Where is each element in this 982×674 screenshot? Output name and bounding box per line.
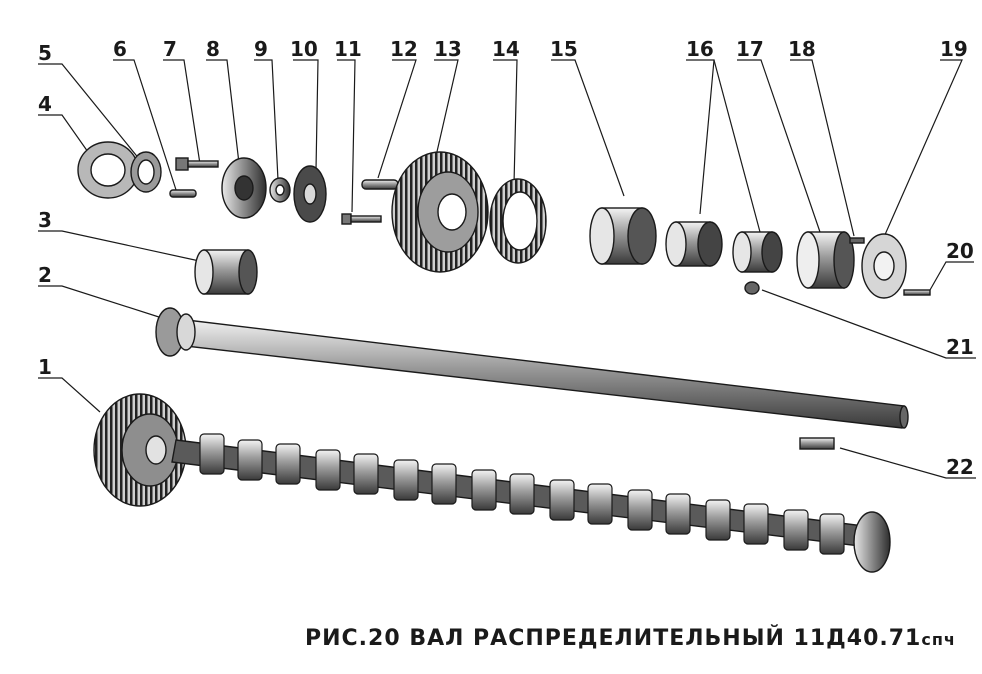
callout-5: 5 bbox=[38, 41, 52, 65]
callout-2: 2 bbox=[38, 263, 52, 287]
callout-labels: 1 2 3 4 5 6 7 8 9 10 11 12 13 14 15 16 1… bbox=[38, 37, 974, 479]
part-14-ring-gear bbox=[489, 178, 547, 264]
callout-12: 12 bbox=[390, 37, 418, 61]
part-10-plate bbox=[293, 165, 327, 223]
callout-3: 3 bbox=[38, 208, 52, 232]
caption-suffix: спч bbox=[921, 630, 956, 649]
part-20-bolt bbox=[903, 289, 931, 296]
callout-13: 13 bbox=[434, 37, 462, 61]
part-8-hub bbox=[221, 157, 267, 219]
part-17-sleeve bbox=[796, 231, 855, 289]
callout-18: 18 bbox=[788, 37, 816, 61]
part-22-key bbox=[799, 437, 835, 450]
part-13-gear bbox=[391, 151, 489, 273]
part-16-bushing-a bbox=[665, 221, 723, 267]
callout-4: 4 bbox=[38, 92, 52, 116]
callout-22: 22 bbox=[946, 455, 974, 479]
callout-11: 11 bbox=[334, 37, 362, 61]
callout-7: 7 bbox=[163, 37, 177, 61]
caption-main: РИС.20 ВАЛ РАСПРЕДЕЛИТЕЛЬНЫЙ 11Д40.71 bbox=[305, 626, 922, 651]
part-9-nut bbox=[269, 177, 291, 203]
leader-lines bbox=[38, 59, 976, 479]
callout-1: 1 bbox=[38, 355, 52, 379]
callout-21: 21 bbox=[946, 335, 974, 359]
callout-20: 20 bbox=[946, 239, 974, 263]
part-11-bolt bbox=[341, 213, 382, 225]
part-12-pin bbox=[361, 179, 399, 190]
part-2-shaft bbox=[155, 307, 909, 429]
part-16-bushing-b bbox=[732, 231, 783, 273]
callout-9: 9 bbox=[254, 37, 268, 61]
part-7-bolt bbox=[175, 157, 219, 171]
part-4-gasket bbox=[77, 141, 139, 199]
part-3-bearing bbox=[194, 249, 258, 295]
callout-6: 6 bbox=[113, 37, 127, 61]
part-21-nut bbox=[744, 281, 760, 295]
part-18-pin bbox=[849, 237, 865, 244]
callout-8: 8 bbox=[206, 37, 220, 61]
callout-14: 14 bbox=[492, 37, 520, 61]
part-5-washer bbox=[130, 151, 162, 193]
part-15-bearing bbox=[589, 207, 657, 265]
callout-15: 15 bbox=[550, 37, 578, 61]
callout-17: 17 bbox=[736, 37, 764, 61]
part-19-cover bbox=[861, 233, 907, 299]
callout-16: 16 bbox=[686, 37, 714, 61]
figure-caption: РИС.20 ВАЛ РАСПРЕДЕЛИТЕЛЬНЫЙ 11Д40.71спч bbox=[305, 626, 956, 651]
callout-10: 10 bbox=[290, 37, 318, 61]
callout-19: 19 bbox=[940, 37, 968, 61]
part-6-pin bbox=[169, 189, 197, 198]
part-1-camshaft bbox=[93, 393, 891, 573]
